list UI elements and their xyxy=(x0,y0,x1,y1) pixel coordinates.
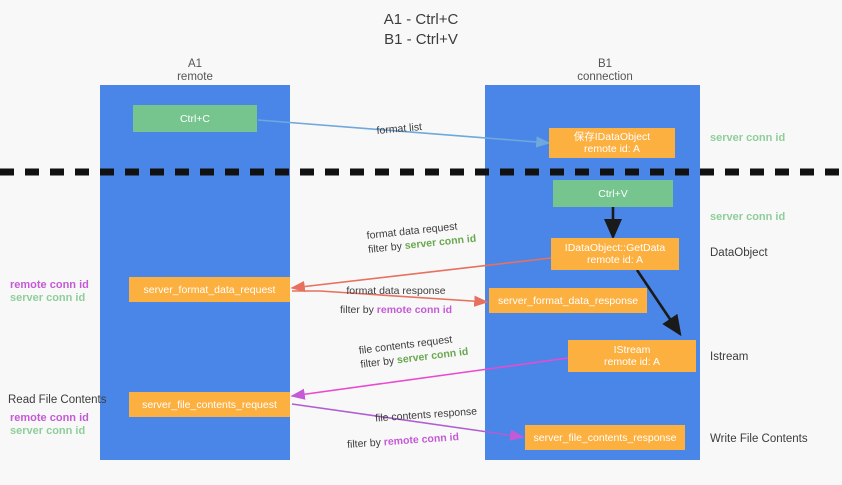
left-label-read-file-contents: Read File Contents xyxy=(8,394,107,406)
box-getdata-line1: IDataObject::GetData xyxy=(564,242,666,254)
right-label-server-conn-id-mid: server conn id xyxy=(710,211,786,223)
arrow-getdata-to-istream xyxy=(635,269,682,337)
lane-b1-sub: connection xyxy=(577,71,633,83)
lane-header-b1: B1 connection xyxy=(520,58,690,84)
box-server-file-contents-request-label: server_file_contents_request xyxy=(142,398,277,411)
diagram-title: A1 - Ctrl+C B1 - Ctrl+V xyxy=(0,10,842,50)
lane-a1-name: A1 xyxy=(187,58,203,70)
edge-label-format-list-text: format list xyxy=(376,121,423,137)
filter-value-remote-conn-id: remote conn id xyxy=(376,304,453,316)
box-server-file-contents-response-label: server_file_contents_response xyxy=(533,431,677,444)
box-save-idataobject-line2: remote id: A xyxy=(583,143,641,155)
arrow-file-contents-response xyxy=(291,403,525,441)
edge-label-format-data-response-filter: filter by remote conn id xyxy=(340,303,452,317)
lane-header-a1: A1 remote xyxy=(110,58,280,84)
box-ctrl-v-label: Ctrl+V xyxy=(598,187,628,200)
right-label-istream: Istream xyxy=(710,351,749,363)
right-label-write-file-contents: Write File Contents xyxy=(710,433,808,445)
box-getdata-line2: remote id: A xyxy=(586,254,644,266)
box-istream-line1: IStream xyxy=(613,344,651,356)
arrow-file-contents-request xyxy=(290,357,569,400)
box-server-file-contents-response[interactable]: server_file_contents_response xyxy=(525,425,685,450)
title-line-1: A1 - Ctrl+C xyxy=(383,11,459,28)
lane-a1-sub: remote xyxy=(177,71,213,83)
box-save-idataobject[interactable]: 保存IDataObject remote id: A xyxy=(549,128,675,158)
box-server-format-data-response[interactable]: server_format_data_response xyxy=(489,288,647,313)
left-label-remote-conn-id-2: remote conn id xyxy=(10,412,89,424)
arrow-format-data-request xyxy=(290,257,552,293)
box-save-idataobject-line1: 保存IDataObject xyxy=(573,131,651,143)
left-label-remote-conn-id-1: remote conn id xyxy=(10,279,89,291)
title-line-2: B1 - Ctrl+V xyxy=(384,31,458,48)
left-label-server-conn-id-1: server conn id xyxy=(10,292,86,304)
left-label-server-conn-id-2: server conn id xyxy=(10,425,86,437)
filter-prefix: filter by xyxy=(346,436,385,451)
box-ctrl-v[interactable]: Ctrl+V xyxy=(553,180,673,207)
filter-prefix: filter by xyxy=(367,240,406,256)
edge-label-format-data-response-text: format data response xyxy=(346,285,446,297)
box-server-format-data-request-label: server_format_data_request xyxy=(143,283,276,296)
box-server-format-data-request[interactable]: server_format_data_request xyxy=(129,277,290,302)
box-idataobject-getdata[interactable]: IDataObject::GetData remote id: A xyxy=(551,238,679,270)
right-label-dataobject: DataObject xyxy=(710,247,768,259)
box-server-file-contents-request[interactable]: server_file_contents_request xyxy=(129,392,290,417)
box-server-format-data-response-label: server_format_data_response xyxy=(497,294,639,307)
right-label-server-conn-id-top: server conn id xyxy=(710,132,786,144)
filter-prefix: filter by xyxy=(340,304,377,316)
box-istream[interactable]: IStream remote id: A xyxy=(568,340,696,372)
box-ctrl-c[interactable]: Ctrl+C xyxy=(133,105,257,132)
box-ctrl-c-label: Ctrl+C xyxy=(179,112,211,125)
arrow-format-list xyxy=(257,119,551,148)
edge-label-format-data-response: format data response filter by remote co… xyxy=(340,284,452,317)
box-istream-line2: remote id: A xyxy=(603,356,661,368)
arrow-format-data-response xyxy=(292,290,489,307)
lane-b1-name: B1 xyxy=(597,58,613,70)
